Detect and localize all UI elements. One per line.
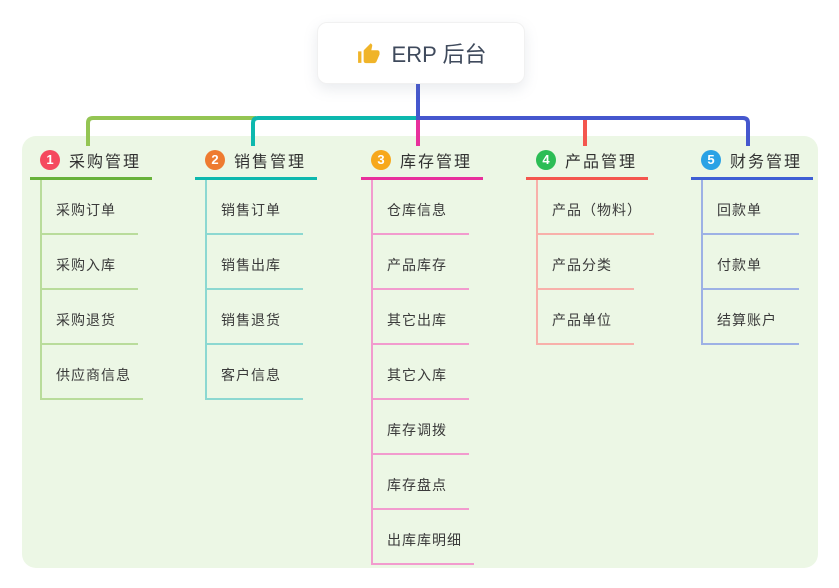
item-label: 其它入库 bbox=[387, 367, 447, 383]
branch-5: 5 财务管理回款单付款单结算账户 bbox=[691, 148, 813, 345]
item-label: 采购退货 bbox=[56, 312, 116, 328]
item-label: 销售退货 bbox=[221, 312, 281, 328]
mindmap-item[interactable]: 库存调拨 bbox=[373, 400, 469, 455]
branch-3: 3 库存管理仓库信息产品库存其它出库其它入库库存调拨库存盘点出库库明细 bbox=[361, 148, 483, 565]
mindmap-item[interactable]: 回款单 bbox=[703, 180, 799, 235]
item-label: 付款单 bbox=[717, 257, 762, 273]
item-label: 回款单 bbox=[717, 202, 762, 218]
item-label: 销售订单 bbox=[221, 202, 281, 218]
mindmap-item[interactable]: 付款单 bbox=[703, 235, 799, 290]
item-label: 销售出库 bbox=[221, 257, 281, 273]
mindmap-item[interactable]: 销售订单 bbox=[207, 180, 303, 235]
branch-1: 1 采购管理采购订单采购入库采购退货供应商信息 bbox=[30, 148, 152, 400]
item-label: 客户信息 bbox=[221, 367, 281, 383]
item-label: 库存盘点 bbox=[387, 477, 447, 493]
item-label: 产品单位 bbox=[552, 312, 612, 328]
mindmap-item[interactable]: 销售退货 bbox=[207, 290, 303, 345]
mindmap-item[interactable]: 库存盘点 bbox=[373, 455, 469, 510]
branch-1-items: 采购订单采购入库采购退货供应商信息 bbox=[40, 180, 143, 400]
branch-4-items: 产品（物料） 产品分类产品单位 bbox=[536, 180, 654, 345]
branch-title: 销售管理 bbox=[234, 154, 307, 171]
mindmap-item[interactable]: 供应商信息 bbox=[42, 345, 143, 400]
item-label: 库存调拨 bbox=[387, 422, 447, 438]
mindmap-item[interactable]: 产品库存 bbox=[373, 235, 469, 290]
branch-title: 采购管理 bbox=[69, 154, 142, 171]
mindmap-item[interactable]: 采购入库 bbox=[42, 235, 138, 290]
branch-1-header[interactable]: 1 采购管理 bbox=[30, 148, 152, 180]
branch-number-badge: 3 bbox=[371, 150, 391, 170]
mindmap-item[interactable]: 结算账户 bbox=[703, 290, 799, 345]
branch-title: 财务管理 bbox=[730, 154, 803, 171]
root-title: ERP 后台 bbox=[391, 42, 487, 67]
mindmap-item[interactable]: 其它出库 bbox=[373, 290, 469, 345]
mindmap-item[interactable]: 产品（物料） bbox=[538, 180, 654, 235]
item-label: 结算账户 bbox=[717, 312, 777, 328]
branch-5-items: 回款单付款单结算账户 bbox=[701, 180, 799, 345]
branch-number-badge: 2 bbox=[205, 150, 225, 170]
mindmap-item[interactable]: 其它入库 bbox=[373, 345, 469, 400]
branch-5-header[interactable]: 5 财务管理 bbox=[691, 148, 813, 180]
branches-panel bbox=[22, 136, 818, 568]
branch-2-items: 销售订单销售出库销售退货客户信息 bbox=[205, 180, 303, 400]
item-label: 产品库存 bbox=[387, 257, 447, 273]
mindmap-item[interactable]: 采购退货 bbox=[42, 290, 138, 345]
root-node[interactable]: ERP 后台 bbox=[317, 22, 525, 84]
item-label: 产品分类 bbox=[552, 257, 612, 273]
item-label: 其它出库 bbox=[387, 312, 447, 328]
mindmap-item[interactable]: 产品分类 bbox=[538, 235, 634, 290]
branch-4-header[interactable]: 4 产品管理 bbox=[526, 148, 648, 180]
branch-2: 2 销售管理销售订单销售出库销售退货客户信息 bbox=[195, 148, 317, 400]
branch-title: 库存管理 bbox=[400, 154, 473, 171]
item-label: 仓库信息 bbox=[387, 202, 447, 218]
branch-2-header[interactable]: 2 销售管理 bbox=[195, 148, 317, 180]
mindmap-item[interactable]: 销售出库 bbox=[207, 235, 303, 290]
branch-3-items: 仓库信息产品库存其它出库其它入库库存调拨库存盘点出库库明细 bbox=[371, 180, 474, 565]
mindmap-item[interactable]: 出库库明细 bbox=[373, 510, 474, 565]
thumbs-up-icon bbox=[356, 41, 381, 66]
mindmap-item[interactable]: 客户信息 bbox=[207, 345, 303, 400]
mindmap-item[interactable]: 仓库信息 bbox=[373, 180, 469, 235]
item-label: 采购入库 bbox=[56, 257, 116, 273]
branch-number-badge: 1 bbox=[40, 150, 60, 170]
branch-title: 产品管理 bbox=[565, 154, 638, 171]
item-label: 采购订单 bbox=[56, 202, 116, 218]
branch-number-badge: 4 bbox=[536, 150, 556, 170]
branch-number-badge: 5 bbox=[701, 150, 721, 170]
branch-4: 4 产品管理产品（物料） 产品分类产品单位 bbox=[526, 148, 654, 345]
mindmap-item[interactable]: 产品单位 bbox=[538, 290, 634, 345]
item-label: 供应商信息 bbox=[56, 367, 131, 383]
mindmap-item[interactable]: 采购订单 bbox=[42, 180, 138, 235]
branch-3-header[interactable]: 3 库存管理 bbox=[361, 148, 483, 180]
item-label: 产品（物料） bbox=[552, 202, 642, 218]
item-label: 出库库明细 bbox=[387, 532, 462, 548]
